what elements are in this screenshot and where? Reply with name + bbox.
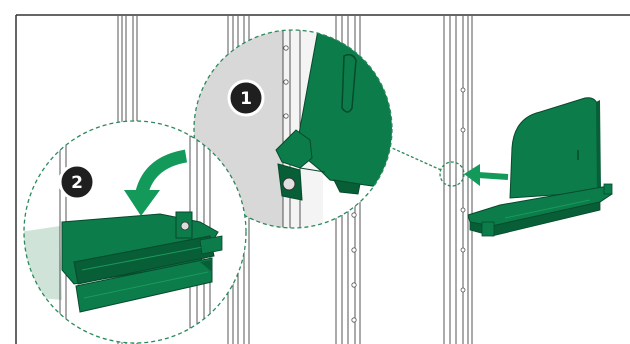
callout-1-label: 1	[240, 89, 252, 109]
detail-view-2	[20, 120, 246, 344]
arrow-left-icon	[464, 164, 508, 186]
detail-indicator-circle	[392, 148, 464, 186]
callout-2: 2	[60, 165, 94, 199]
callout-2-label: 2	[71, 173, 83, 193]
callout-1: 1	[229, 81, 263, 115]
baffle-part-overview	[468, 98, 612, 236]
